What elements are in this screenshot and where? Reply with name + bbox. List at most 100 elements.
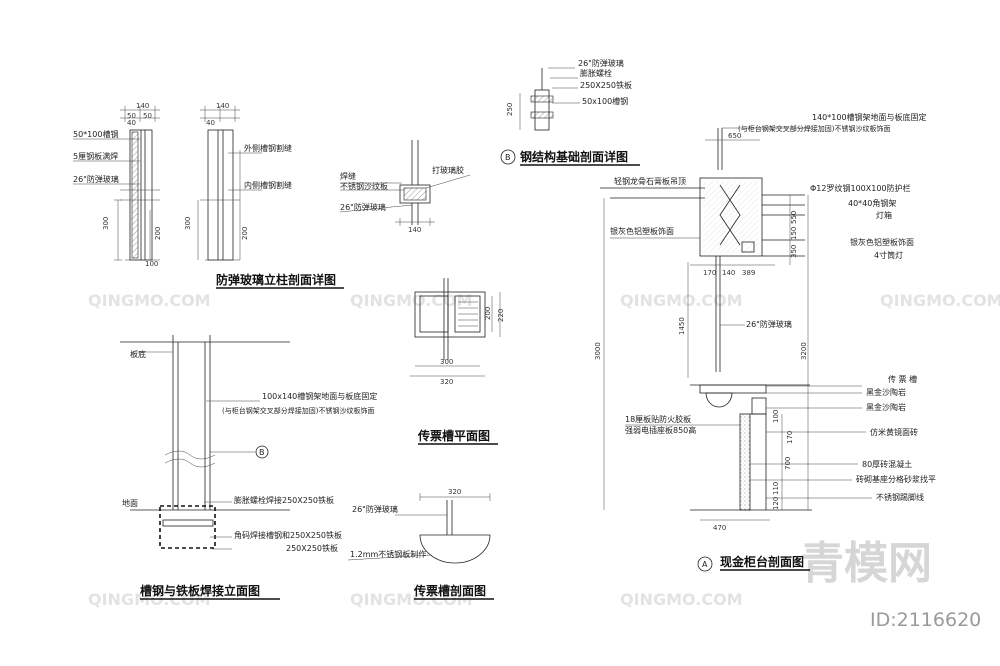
cs-dim: 3000 (594, 342, 602, 360)
cs-dim: 550 (790, 211, 798, 224)
cs-label-skirting: 不锈钢踢脚线 (876, 492, 924, 502)
cw-label-slab: 板底 (130, 349, 146, 359)
sf-label-bolt: 膨胀螺栓 (580, 68, 612, 78)
cs-dim: 389 (742, 269, 755, 277)
cs-dim: 3200 (800, 342, 808, 360)
col-label-channel: 50*100槽钢 (73, 129, 118, 139)
cs-dim: 470 (713, 524, 726, 532)
cs-label-alu-left: 银灰色铝塑板饰面 (610, 226, 674, 236)
cs-label-marble2: 黑金沙陶岩 (866, 402, 906, 412)
tp-dim: 220 (497, 309, 505, 322)
sf-label-channel: 50x100槽钢 (582, 96, 628, 106)
cs-dim: 350 (790, 245, 798, 258)
cs-label-socket: 强弱电插座板850高 (625, 425, 696, 435)
cw-label-ground: 地面 (122, 498, 138, 508)
cs-dim: 170 (703, 269, 716, 277)
joint-label-glass: 26"防弹玻璃 (340, 202, 386, 212)
title-steel-foundation: 钢结构基础剖面详图 (520, 149, 628, 164)
cs-dim: 650 (728, 132, 741, 140)
watermark-brand: QINGMO.COM (880, 291, 1000, 310)
col-label-glass: 26"防弹玻璃 (73, 174, 119, 184)
cs-label-ticket: 传 票 槽 (888, 374, 917, 384)
col-dim: 300 (102, 217, 110, 230)
cs-label-brick: 80厚砖混凝土 (862, 459, 912, 469)
watermark-brand: QINGMO.COM (350, 291, 473, 310)
ticket-section: 320 26"防弹玻璃 1.2mm不锈钢板制作 传票槽剖面图 (347, 488, 494, 600)
section-marker-a (697, 556, 713, 572)
channel-weld-elevation: 板底 100x140槽钢架地面与板底固定 (与柜台钢架交叉部分焊接加固)不锈钢沙… (120, 335, 377, 600)
cw-label-finish: (与柜台钢架交叉部分焊接加固)不锈钢沙纹板饰面 (222, 406, 374, 415)
cw-label-bolt: 膨胀螺栓焊接250X250铁板 (234, 495, 334, 505)
joint-label-glue: 打玻璃胶 (432, 165, 464, 175)
cs-dim: 100 (772, 410, 780, 423)
watermark-big: 青模网 (800, 538, 932, 589)
section-marker-a-label: A (702, 560, 708, 569)
title-ticket-section: 传票槽剖面图 (413, 583, 486, 598)
cs-label-tile: 仿米黄镜面砖 (870, 427, 918, 437)
col-dim: 140 (136, 102, 149, 110)
ts-label-steel: 1.2mm不锈钢板制作 (350, 549, 426, 559)
column-section-detail: 50*100槽钢 5厘钢板满焊 26"防弹玻璃 140 50 50 40 300… (73, 102, 344, 289)
cs-label-downlight: 4寸筒灯 (874, 250, 903, 260)
title-channel-weld: 槽钢与铁板焊接立面图 (140, 583, 260, 598)
section-marker-b-label: B (505, 153, 511, 162)
joint-label-steel: 不锈钢沙纹板 (340, 181, 388, 191)
watermark-id: ID:2116620 (870, 609, 981, 631)
ticket-plan: 300 320 200 220 传票槽平面图 (410, 278, 505, 445)
joint-dim: 140 (408, 226, 421, 234)
cs-label-channel: 140*100槽钢架地面与板底固定 (812, 112, 927, 122)
cs-dim: 1450 (678, 317, 686, 335)
sf-label-plate: 250X250铁板 (580, 80, 632, 90)
cs-label-alu-right: 银灰色铝塑板饰面 (850, 237, 914, 247)
cs-dim: 150 (790, 227, 798, 240)
counter-section: 轻钢龙骨石膏板吊顶 650 170 140 389 150 350 550 14… (594, 112, 936, 572)
col-dim: 200 (154, 227, 162, 240)
ts-dim: 320 (448, 488, 461, 496)
section-marker-b (255, 445, 269, 459)
cs-label-marble1: 黑金沙陶岩 (866, 387, 906, 397)
watermark-brand: QINGMO.COM (620, 291, 743, 310)
col-dim: 300 (184, 217, 192, 230)
cs-dim: 700 (784, 457, 792, 470)
tp-dim: 300 (440, 358, 453, 366)
cs-dim: 110 (772, 482, 780, 495)
cw-label-channel-fix: 100x140槽钢架地面与板底固定 (262, 391, 377, 401)
watermark-brand: QINGMO.COM (350, 590, 473, 609)
ts-label-glass: 26"防弹玻璃 (352, 504, 398, 514)
cs-label-lightbox: 灯箱 (876, 210, 892, 220)
sf-dim: 250 (506, 103, 514, 116)
joint-label-weld: 焊缝 (340, 171, 356, 181)
steel-foundation-detail: 250 26"防弹玻璃 膨胀螺栓 250X250铁板 50x100槽钢 B 钢结… (500, 58, 640, 166)
watermark-brand: QINGMO.COM (620, 590, 743, 609)
cs-label-base: 砖砌基座分格砂浆找平 (856, 474, 936, 484)
section-marker-b (500, 149, 516, 165)
cw-label-angle: 角码焊接槽钢和250X250铁板 (234, 530, 342, 540)
col-label-outer-cut: 外侧槽钢割缝 (244, 143, 292, 153)
cs-label-ceiling: 轻钢龙骨石膏板吊顶 (614, 176, 686, 186)
cw-marker-label: B (259, 448, 265, 457)
cs-label-glass: 26"防弹玻璃 (746, 319, 792, 329)
watermark-layer: QINGMO.COM QINGMO.COM QINGMO.COM QINGMO.… (88, 291, 1000, 631)
cs-label-angle: 40*40角钢架 (848, 198, 896, 208)
col-label-steel-plate: 5厘钢板满焊 (73, 151, 118, 161)
cs-label-board: 18厘板贴防火胶板 (625, 414, 691, 424)
tp-dim: 200 (484, 307, 492, 320)
cs-dim: 120 (772, 497, 780, 510)
col-dim: 50 (127, 112, 136, 120)
col-dim: 40 (127, 119, 136, 127)
col-dim: 50 (143, 112, 152, 120)
cs-label-rail: Φ12罗纹钢100X100防护栏 (810, 183, 911, 193)
cw-label-plate: 250X250铁板 (286, 543, 338, 553)
cs-label-finish: (与柜台钢架交叉部分焊接加固)不锈钢沙纹板饰面 (738, 124, 890, 133)
col-dim: 140 (216, 102, 229, 110)
cs-dim: 140 (722, 269, 735, 277)
col-label-inner-cut: 内侧槽钢割缝 (244, 180, 292, 190)
watermark-brand: QINGMO.COM (88, 291, 211, 310)
title-ticket-plan: 传票槽平面图 (417, 428, 490, 443)
sf-label-glass: 26"防弹玻璃 (578, 58, 624, 68)
title-column-section: 防弹玻璃立柱剖面详图 (216, 272, 336, 287)
joint-detail: 140 焊缝 不锈钢沙纹板 26"防弹玻璃 打玻璃胶 (339, 140, 471, 234)
title-counter-section: 现金柜台剖面图 (720, 554, 804, 569)
cs-dim: 170 (786, 431, 794, 444)
